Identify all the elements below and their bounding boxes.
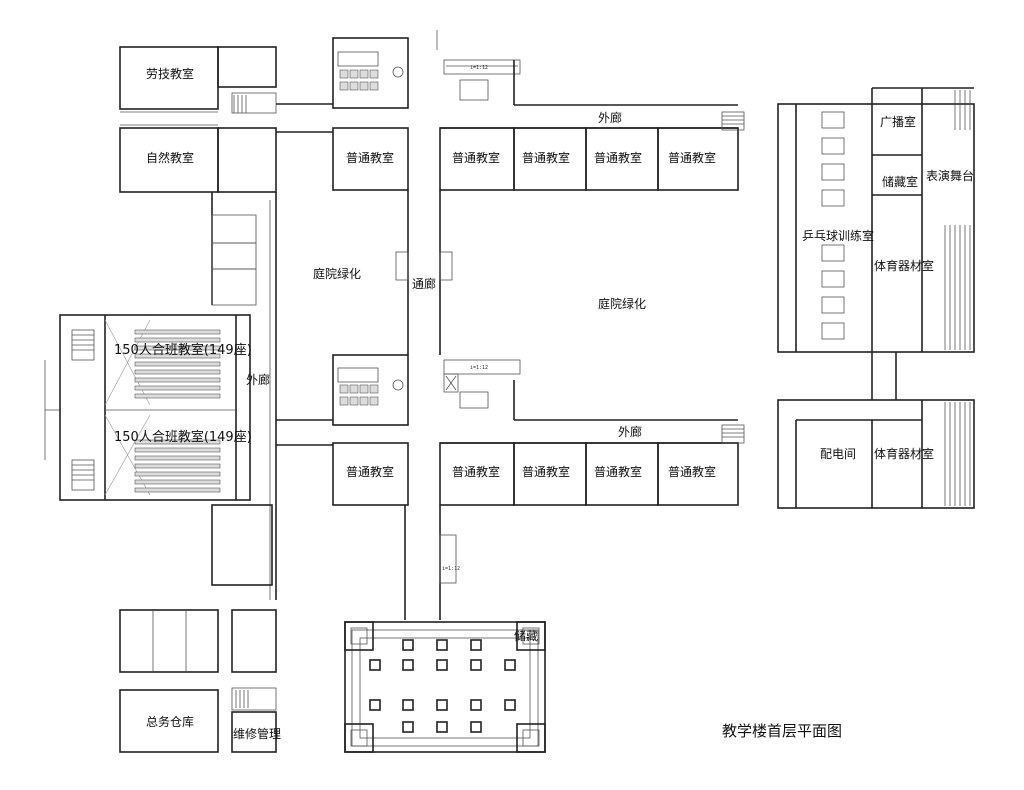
- label-classroom-nw: 普通教室: [346, 150, 394, 165]
- label-corridor-west: 外廊: [246, 372, 270, 387]
- east-lower-outline: [777, 399, 975, 509]
- stage-stairs-side: [944, 225, 971, 350]
- ramp-south-label: i=1:12: [442, 566, 460, 572]
- classroom-nw-outline: [332, 127, 409, 191]
- label-classroom-s4: 普通教室: [668, 464, 716, 479]
- pavilion-outline: [344, 621, 546, 753]
- label-stage: 表演舞台: [926, 168, 974, 183]
- label-pingpong: 乒乓球训练室: [802, 228, 874, 243]
- plan-title: 教学楼首层平面图: [722, 722, 842, 740]
- stage-stairs-upper: [954, 90, 971, 130]
- label-repair: 维修管理: [233, 726, 281, 741]
- ramp-north-label: i=1:12: [470, 65, 488, 71]
- label-classroom-n4: 普通教室: [668, 150, 716, 165]
- lecture-upper-seats: [134, 329, 221, 399]
- stage-stairs-lower: [944, 402, 971, 506]
- label-warehouse: 总务仓库: [146, 714, 194, 729]
- label-classroom-s1: 普通教室: [452, 464, 500, 479]
- warehouse-outline: [119, 689, 219, 753]
- label-passage: 通廊: [412, 276, 436, 291]
- label-sports-eq-upper: 体育器材室: [874, 258, 934, 273]
- east-upper-outline: [777, 103, 975, 353]
- label-sports-eq-lower: 体育器材室: [874, 446, 934, 461]
- small-rooms-outline: [119, 609, 219, 673]
- label-classroom-n2: 普通教室: [522, 150, 570, 165]
- ramp-middle-label: i=1:12: [470, 365, 488, 371]
- label-classroom-sw: 普通教室: [346, 464, 394, 479]
- south-toilet-outline: [332, 354, 409, 426]
- label-lecture-upper: 150人合班教室(149座): [114, 342, 252, 358]
- label-corridor-south: 外廊: [618, 424, 642, 439]
- south-pavilion: [344, 621, 546, 753]
- west-stairs: [44, 329, 95, 491]
- label-classroom-s3: 普通教室: [594, 464, 642, 479]
- label-classroom-n3: 普通教室: [594, 150, 642, 165]
- north-classroom-row: i=1:12: [439, 59, 745, 191]
- label-storage-south: 储藏: [514, 628, 538, 643]
- label-storage-east: 储藏室: [882, 174, 918, 189]
- north-block: [332, 30, 453, 355]
- middle-south-block: i=1:12: [332, 354, 460, 620]
- repair-outline: [231, 711, 277, 753]
- west-wing: [44, 46, 333, 753]
- label-courtyard-west: 庭院绿化: [313, 266, 361, 281]
- north-toilet-outline: [332, 37, 409, 109]
- label-classroom-s2: 普通教室: [522, 464, 570, 479]
- east-building: [777, 87, 975, 509]
- label-labor: 劳技教室: [146, 66, 194, 81]
- label-corridor-north: 外廊: [598, 110, 622, 125]
- label-lecture-lower: 150人合班教室(149座): [114, 429, 252, 445]
- south-classroom-row: i=1:12: [439, 359, 745, 506]
- classroom-sw-outline: [332, 442, 409, 506]
- lecture-lower-seats: [134, 439, 221, 493]
- label-power: 配电间: [820, 447, 856, 461]
- room-labels: 劳技教室 自然教室 150人合班教室(149座) 150人合班教室(149座) …: [114, 66, 974, 741]
- label-nature: 自然教室: [146, 150, 194, 165]
- lecture-block-outline: [59, 314, 251, 501]
- label-broadcast: 广播室: [880, 114, 916, 129]
- label-courtyard-east: 庭院绿化: [598, 296, 646, 311]
- label-classroom-n1: 普通教室: [452, 150, 500, 165]
